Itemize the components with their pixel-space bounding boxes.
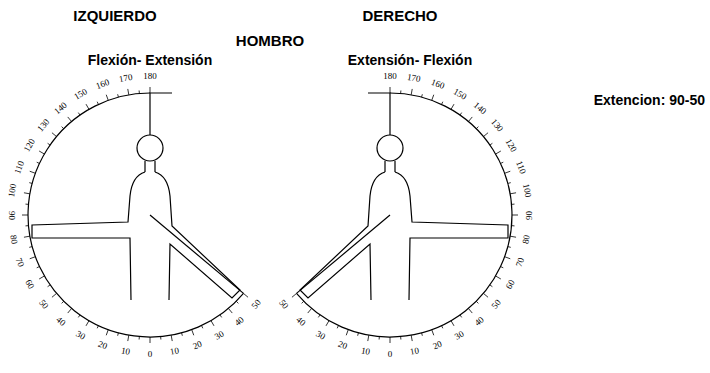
right-figure (297, 93, 512, 337)
scale-number: 180 (142, 72, 158, 81)
side-heading: DERECHO (362, 7, 437, 24)
scale-number: 90 (525, 210, 534, 221)
scale-number: 40 (54, 314, 68, 328)
scale-number: 20 (96, 339, 109, 351)
side-heading: IZQUIERDO (73, 7, 156, 24)
scale-number: 50 (249, 297, 263, 311)
scale-number: 10 (120, 346, 132, 357)
scale-number: 100 (7, 182, 19, 199)
range-note: Extencion: 90-50 (594, 92, 705, 108)
scale-number: 160 (94, 77, 112, 91)
scale-number: 30 (73, 329, 87, 342)
scale-number: 30 (452, 329, 466, 342)
scale-number: 50 (489, 297, 503, 311)
scale-number: 70 (13, 256, 25, 269)
scale-number: 90 (7, 210, 16, 221)
scale-number: 10 (360, 346, 372, 357)
scale-number: 40 (294, 314, 308, 328)
scale-number: 30 (313, 329, 327, 342)
scale-number: 70 (514, 256, 526, 269)
scale-number: 120 (503, 137, 519, 155)
scale-number: 0 (147, 350, 154, 359)
scale-number: 140 (471, 100, 489, 117)
scale-number: 30 (212, 329, 226, 342)
scale-number: 60 (23, 277, 36, 291)
scale-number: 50 (37, 297, 51, 311)
diagram-title: HOMBRO (236, 32, 304, 49)
scale-number: 170 (117, 72, 134, 84)
movement-heading: Extensión- Flexión (348, 52, 472, 68)
scale-number: 80 (521, 233, 532, 245)
scale-number: 110 (13, 159, 27, 176)
left-figure (28, 93, 243, 337)
movement-heading: Flexión- Extensión (88, 52, 212, 68)
scale-number: 150 (451, 87, 469, 103)
scale-number: 40 (472, 314, 486, 328)
scale-number: 40 (232, 314, 246, 328)
scale-number: 130 (488, 117, 505, 135)
scale-number: 110 (514, 159, 528, 176)
scale-number: 130 (35, 117, 52, 135)
scale-number: 20 (336, 339, 349, 351)
scale-number: 10 (408, 346, 420, 357)
scale-number: 80 (8, 233, 19, 245)
scale-number: 140 (52, 100, 70, 117)
scale-number: 50 (277, 297, 291, 311)
scale-number: 160 (429, 77, 447, 91)
scale-number: 120 (22, 137, 38, 155)
scale-number: 180 (382, 72, 398, 81)
scale-number: 10 (168, 346, 180, 357)
scale-number: 20 (191, 339, 204, 351)
scale-number: 0 (387, 350, 394, 359)
scale-number: 60 (504, 277, 517, 291)
scale-number: 150 (72, 87, 90, 103)
scale-ticks (22, 87, 518, 343)
scale-number: 20 (431, 339, 444, 351)
scale-number: 170 (406, 72, 423, 84)
scale-number: 100 (521, 182, 533, 199)
